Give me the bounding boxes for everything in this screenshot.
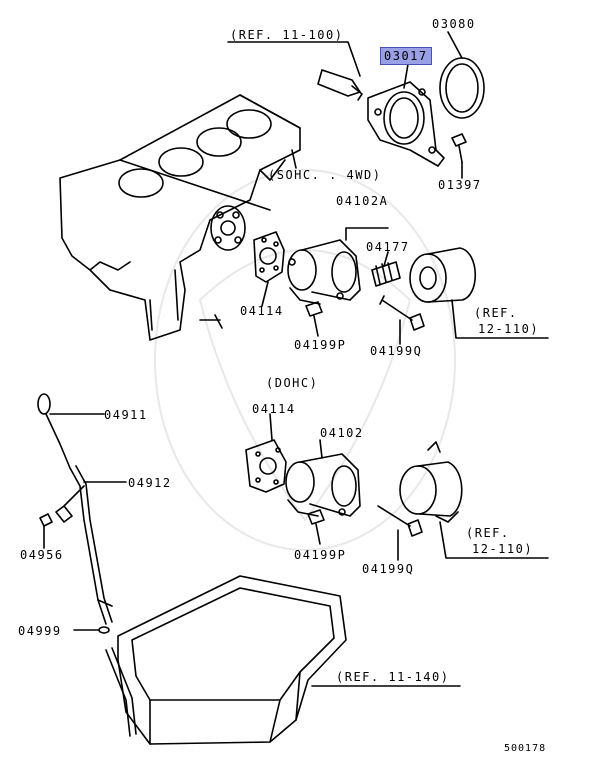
label-04102a[interactable]: 04102A — [336, 194, 389, 208]
label-04177[interactable]: 04177 — [366, 240, 410, 254]
label-04911[interactable]: 04911 — [104, 408, 148, 422]
label-03080[interactable]: 03080 — [432, 17, 476, 31]
label-04199q-top[interactable]: 04199Q — [370, 344, 423, 358]
label-dohc: (DOHC) — [266, 376, 319, 390]
label-ref-12-110-bottom-b[interactable]: 12-110) — [472, 542, 534, 556]
sealant-tube — [317, 69, 363, 101]
label-04199p-top[interactable]: 04199P — [294, 338, 347, 352]
label-ref-12-110-top-b[interactable]: 12-110) — [478, 322, 540, 336]
leader-sohc — [291, 149, 297, 169]
bolt-01397 — [451, 133, 467, 163]
filter-bracket-bottom — [285, 453, 361, 517]
filter-bracket-top — [287, 239, 361, 305]
leader-ref-11-100 — [227, 41, 361, 77]
label-04956[interactable]: 04956 — [20, 548, 64, 562]
bolt-04199p-bottom — [307, 509, 325, 545]
leader-04102 — [319, 439, 323, 459]
oil-filter-top — [409, 247, 477, 303]
label-04114-bottom[interactable]: 04114 — [252, 402, 296, 416]
bolt-04956 — [39, 513, 53, 527]
label-01397[interactable]: 01397 — [438, 178, 482, 192]
gasket-04114-bottom — [245, 439, 287, 493]
leader-04177 — [383, 251, 389, 267]
bolt-04199q-top — [379, 295, 425, 331]
label-ref-12-110-top-a[interactable]: (REF. — [474, 306, 518, 320]
o-ring-04999 — [98, 626, 110, 634]
label-04999[interactable]: 04999 — [18, 624, 62, 638]
oil-seal-case — [367, 81, 445, 167]
cylinder-block — [59, 94, 301, 341]
leader-03017 — [403, 63, 409, 89]
leader-03080 — [447, 31, 463, 59]
oil-filter-bottom — [399, 441, 463, 523]
leader-04114-bottom — [269, 413, 273, 441]
label-04102[interactable]: 04102 — [320, 426, 364, 440]
label-sohc-4wd: (SOHC. . 4WD) — [268, 168, 382, 182]
label-ref-11-140[interactable]: (REF. 11-140) — [336, 670, 450, 684]
label-ref-11-100[interactable]: (REF. 11-100) — [230, 28, 344, 42]
diagram-code: 500178 — [504, 743, 547, 754]
leader-04102a — [345, 227, 389, 241]
leader-04114-top — [261, 281, 269, 307]
guide-bracket — [55, 485, 85, 523]
bolt-04199q-bottom — [377, 505, 423, 537]
oil-seal-ring — [439, 57, 485, 119]
relief-valve — [371, 261, 401, 287]
label-04912[interactable]: 04912 — [128, 476, 172, 490]
gasket-04114-top — [253, 231, 285, 283]
block-oil-port — [210, 205, 246, 251]
dipstick — [37, 393, 113, 625]
leader-ref-12-110-top — [451, 299, 549, 339]
bolt-04199p-top — [305, 301, 323, 337]
label-03017[interactable]: 03017 — [380, 47, 432, 65]
label-04114-top[interactable]: 04114 — [240, 304, 284, 318]
watermark-emblem — [154, 169, 456, 551]
label-ref-12-110-bottom-a[interactable]: (REF. — [466, 526, 510, 540]
leader-ref-12-110-bottom — [439, 521, 549, 559]
label-04199q-bottom[interactable]: 04199Q — [362, 562, 415, 576]
oil-pan — [105, 575, 347, 745]
label-04199p-bottom[interactable]: 04199P — [294, 548, 347, 562]
